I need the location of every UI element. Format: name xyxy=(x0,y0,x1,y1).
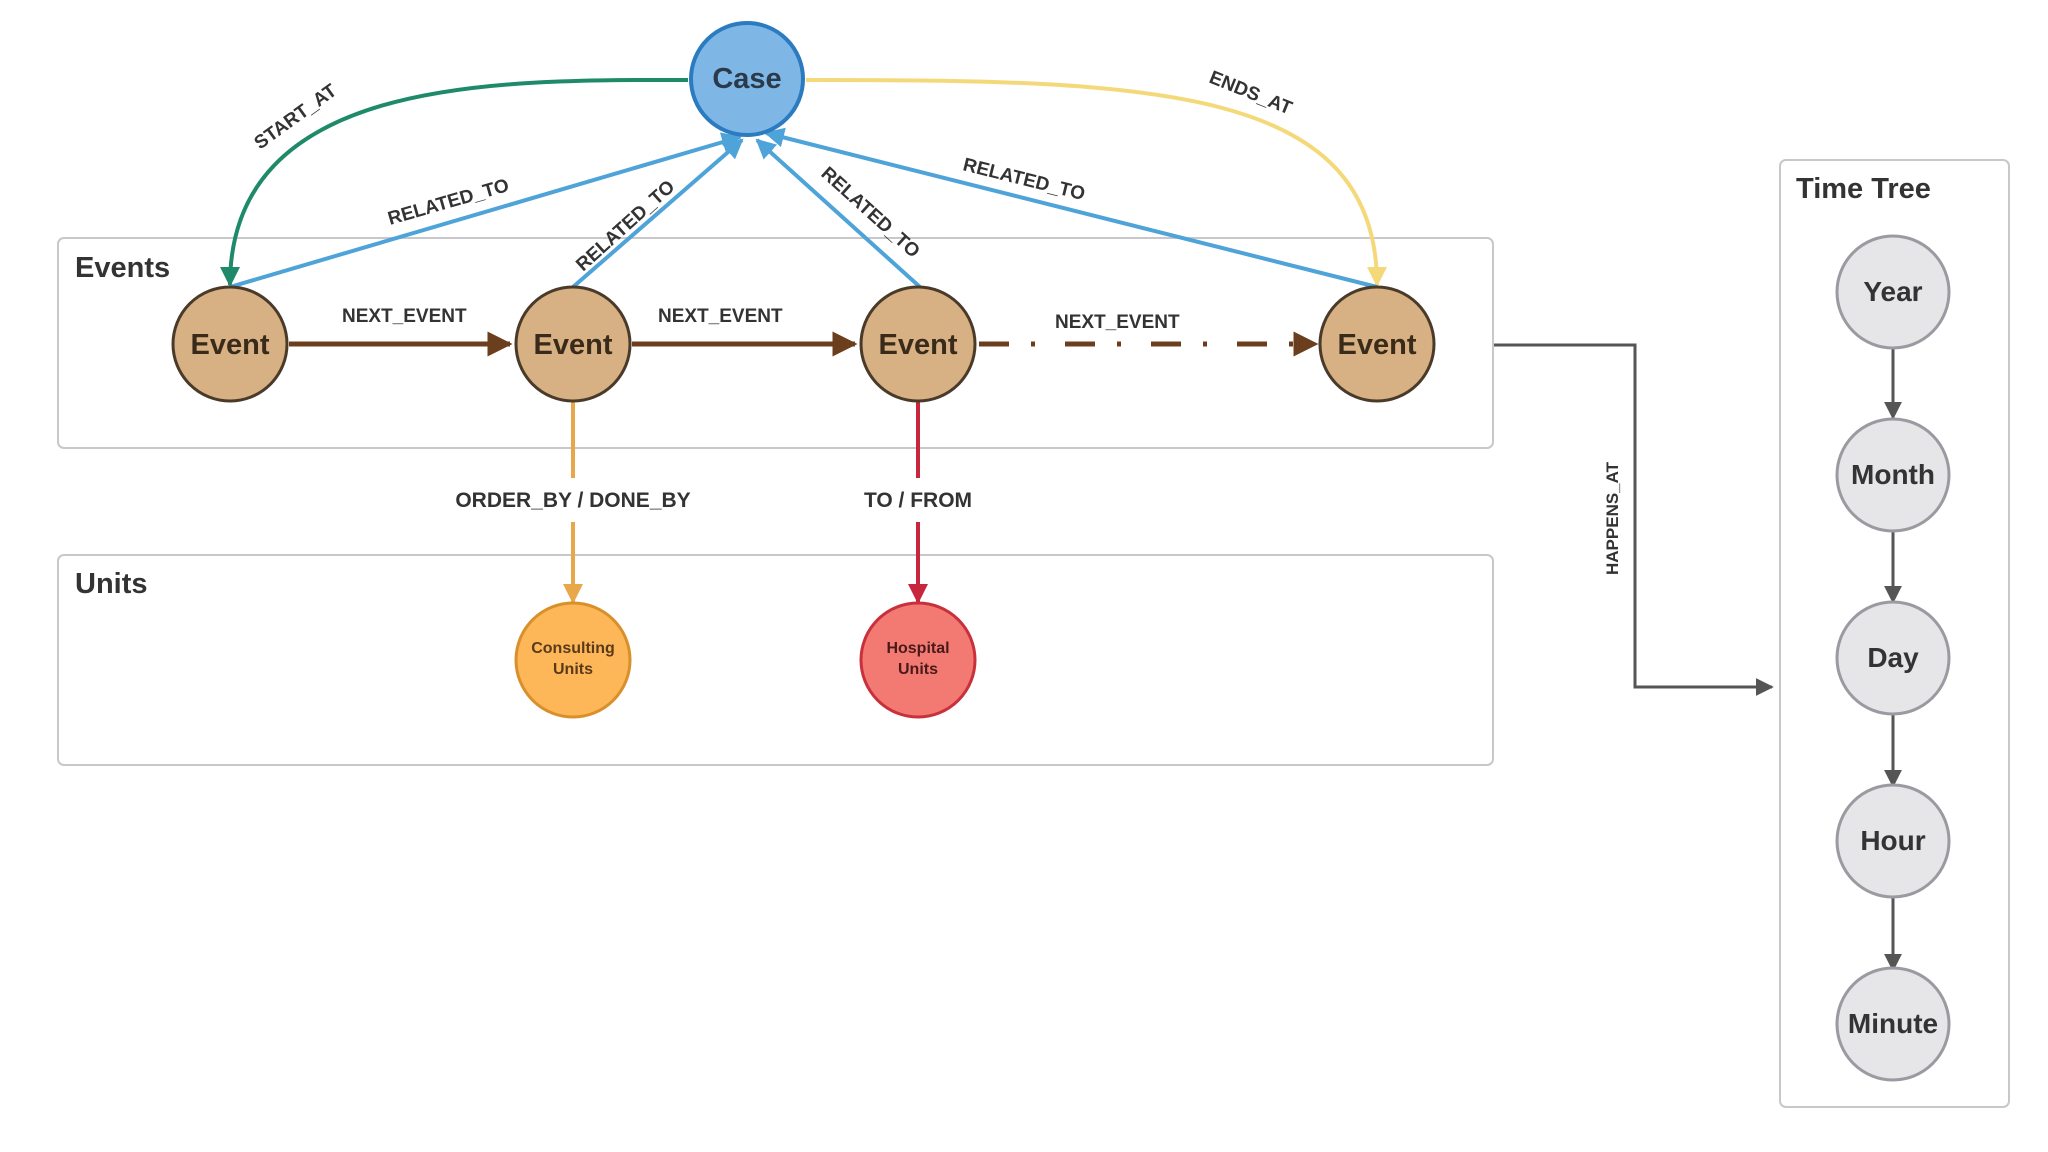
event-node-3-label: Event xyxy=(879,329,958,361)
hospital-units-label-line2: Units xyxy=(898,661,938,678)
time-tree-group-title: Time Tree xyxy=(1796,173,1931,205)
to-from-label: TO / FROM xyxy=(864,489,972,512)
case-node-label: Case xyxy=(712,63,781,95)
next-event-label-3: NEXT_EVENT xyxy=(1055,312,1180,333)
event-node-1: Event xyxy=(171,285,289,403)
order-by-done-by-label: ORDER_BY / DONE_BY xyxy=(455,489,690,512)
start-at-edge xyxy=(220,77,689,287)
ends-at-label: ENDS_AT xyxy=(1206,67,1295,119)
event-node-4-label: Event xyxy=(1338,329,1417,361)
year-node-label: Year xyxy=(1863,276,1922,307)
ends-at-edge xyxy=(805,78,1387,287)
related-to-edge-2 xyxy=(571,138,744,289)
hour-node: Hour xyxy=(1835,783,1951,899)
event-node-1-label: Event xyxy=(191,329,270,361)
minute-node-label: Minute xyxy=(1848,1008,1938,1039)
related-to-edge-1 xyxy=(229,132,742,289)
next-event-label-2: NEXT_EVENT xyxy=(658,306,783,327)
month-node-label: Month xyxy=(1851,459,1935,490)
consulting-units-node: Consulting Units xyxy=(514,601,632,719)
units-group-box xyxy=(57,554,1494,766)
start-at-label: START_AT xyxy=(251,80,342,154)
case-node: Case xyxy=(689,21,805,137)
consulting-units-label-line1: Consulting xyxy=(531,640,615,657)
year-node: Year xyxy=(1835,234,1951,350)
events-group-title: Events xyxy=(75,252,170,284)
related-to-edge-4 xyxy=(764,127,1378,289)
minute-node: Minute xyxy=(1835,966,1951,1082)
day-node-label: Day xyxy=(1867,642,1919,673)
event-node-3: Event xyxy=(859,285,977,403)
hospital-units-label-line1: Hospital xyxy=(886,640,949,657)
hour-node-label: Hour xyxy=(1860,825,1925,856)
related-to-edge-3 xyxy=(755,138,922,289)
day-node: Day xyxy=(1835,600,1951,716)
hospital-units-node: Hospital Units xyxy=(859,601,977,719)
month-node: Month xyxy=(1835,417,1951,533)
units-group-title: Units xyxy=(75,568,148,600)
happens-at-edge xyxy=(1494,343,1774,696)
event-node-4: Event xyxy=(1318,285,1436,403)
event-node-2: Event xyxy=(514,285,632,403)
happens-at-label: HAPPENS_AT xyxy=(1603,461,1622,575)
next-event-label-1: NEXT_EVENT xyxy=(342,306,467,327)
consulting-units-label-line2: Units xyxy=(553,661,593,678)
event-node-2-label: Event xyxy=(534,329,613,361)
